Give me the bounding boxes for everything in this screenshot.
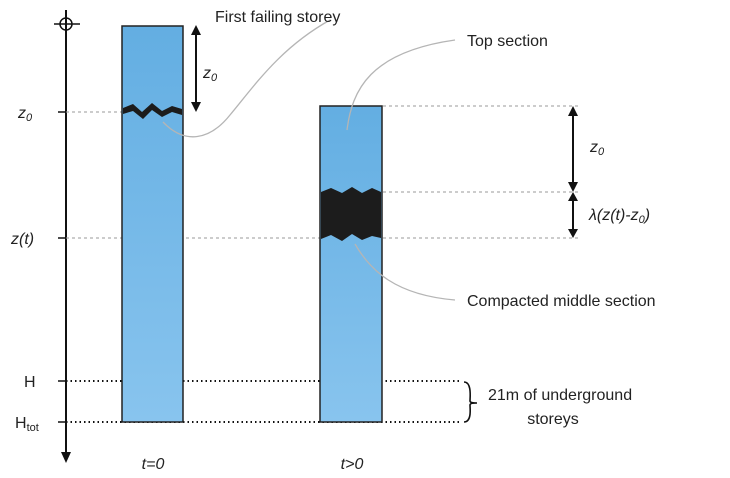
dim-label-z0-left: z0 bbox=[202, 65, 218, 84]
arrow-down-icon bbox=[568, 182, 578, 192]
callout-top-section bbox=[346, 39, 456, 131]
callouts bbox=[162, 19, 456, 301]
arrow-up-icon bbox=[568, 106, 578, 116]
axis-label-H: H bbox=[24, 374, 36, 391]
axis-label-zt: z(t) bbox=[10, 231, 34, 248]
axis-label-z0: z0 bbox=[17, 105, 33, 124]
callout-compacted bbox=[354, 243, 456, 301]
label-top-section: Top section bbox=[467, 33, 548, 50]
guide-lines bbox=[66, 105, 578, 239]
axis-arrow-icon bbox=[61, 452, 71, 463]
column-t0-body bbox=[121, 25, 184, 423]
time-label-t0: t=0 bbox=[142, 456, 165, 473]
column-tpos-body bbox=[319, 105, 383, 423]
arrow-down-icon bbox=[191, 102, 201, 112]
label-first-failing: First failing storey bbox=[215, 9, 340, 26]
underground-brace bbox=[463, 381, 478, 423]
failing-storey-debris bbox=[123, 103, 182, 119]
callout-first-failing bbox=[162, 19, 331, 138]
dim-label-lambda: λ(z(t)-z0) bbox=[588, 207, 650, 226]
dimension-arrows bbox=[191, 25, 578, 238]
arrow-lambda bbox=[568, 192, 578, 238]
label-compacted: Compacted middle section bbox=[467, 293, 656, 310]
arrow-up-icon bbox=[568, 192, 578, 201]
compacted-debris bbox=[321, 187, 381, 241]
axis-label-Htot: Htot bbox=[15, 415, 39, 434]
arrow-down-icon bbox=[568, 229, 578, 238]
arrow-z0-left bbox=[191, 25, 201, 112]
label-underground-line1: 21m of underground bbox=[488, 387, 632, 404]
vertical-axis bbox=[54, 10, 80, 463]
dim-label-z0-right: z0 bbox=[589, 139, 605, 158]
column-tpos bbox=[319, 105, 383, 423]
arrow-z0-right bbox=[568, 106, 578, 192]
arrow-up-icon bbox=[191, 25, 201, 35]
ground-lines bbox=[66, 380, 462, 423]
label-underground-line2: storeys bbox=[527, 411, 579, 428]
time-label-tpos: t>0 bbox=[341, 456, 364, 473]
column-t0 bbox=[121, 25, 184, 423]
